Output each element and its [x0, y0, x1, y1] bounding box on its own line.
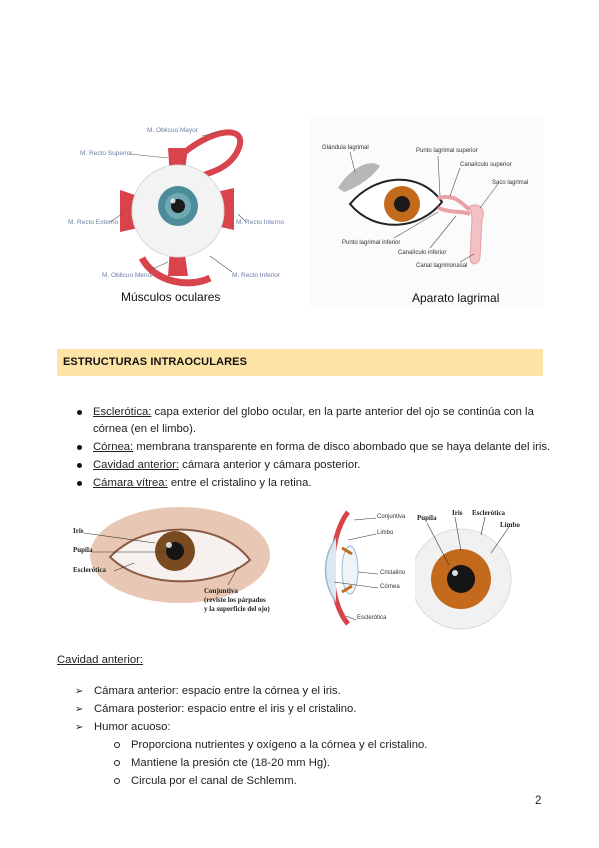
bullet-dot	[77, 463, 82, 468]
lacrimal-illustration	[338, 151, 499, 265]
subitem-presion: Mantiene la presión cte (18-20 mm Hg).	[114, 755, 541, 772]
label-globe-esclerotica: Esclerótica	[472, 509, 506, 517]
term-cavidad-anterior: Cavidad anterior:	[93, 459, 180, 471]
label-oblicuo-menor: M. Oblicuo Menor	[102, 272, 154, 279]
label-conjuntiva-note-1: (reviste los párpados	[204, 596, 266, 604]
caption-musculos-oculares: Músculos oculares	[121, 290, 221, 304]
label-section-cristalino: Cristalino	[380, 570, 406, 576]
label-recto-inferior: M. Recto Inferior	[232, 272, 281, 279]
circle-bullet-icon	[114, 778, 120, 784]
arrow-bullet-icon: ➢	[75, 704, 84, 715]
subitem-nutrientes: Proporciona nutrientes y oxígeno a la có…	[114, 737, 541, 754]
term-esclerotica: Esclerótica:	[93, 406, 152, 418]
text-esclerotica-cont: córnea (en el limbo).	[93, 423, 196, 435]
label-recto-superior: M. Recto Superior	[80, 150, 133, 157]
label-punto-lagrimal-inferior: Punto lagrimal inferior	[342, 240, 401, 246]
bullet-cavidad-anterior: Cavidad anterior: cámara anterior y cáma…	[77, 457, 543, 474]
label-section-cornea: Córnea	[380, 584, 400, 590]
label-punto-lagrimal-superior: Punto lagrimal superior	[416, 148, 478, 154]
section-title: ESTRUCTURAS INTRAOCULARES	[63, 356, 247, 368]
label-conjuntiva-note-2: y la superficie del ojo)	[204, 605, 270, 613]
arrow-bullet-icon: ➢	[75, 722, 84, 733]
label-canaliculo-inferior: Canalículo inferior	[398, 250, 447, 256]
label-oblicuo-mayor: M. Oblicuo Mayor	[147, 127, 198, 134]
external-eye-illustration	[83, 507, 270, 603]
text-esclerotica: capa exterior del globo ocular, en la pa…	[151, 406, 534, 418]
bullet-dot	[77, 445, 82, 450]
eye-section-illustration	[324, 510, 379, 626]
figure-eye-section	[318, 508, 414, 628]
arrow-bullet-icon: ➢	[75, 686, 84, 697]
arrow-item-humor-acuoso: ➢ Humor acuoso:	[75, 719, 534, 736]
bullet-dot	[77, 410, 82, 415]
page-number: 2	[535, 795, 542, 807]
caption-aparato-lagrimal: Aparato lagrimal	[412, 291, 500, 305]
text-camara-anterior: Cámara anterior: espacio entre la córnea…	[94, 685, 341, 697]
bullet-esclerotica: Esclerótica: capa exterior del globo ocu…	[77, 404, 543, 438]
text-cavidad-anterior: cámara anterior y cámara posterior.	[179, 459, 361, 471]
label-globe-iris: Iris	[452, 509, 463, 517]
label-iris: Iris	[73, 527, 84, 535]
term-camara-vitrea: Cámara vítrea:	[93, 477, 168, 489]
text-camara-vitrea: entre el cristalino y la retina.	[167, 477, 312, 489]
label-glandula-lagrimal: Glándula lagrimal	[322, 145, 369, 151]
label-esclerotica: Esclerótica	[73, 566, 107, 574]
figure-eye-globe	[410, 505, 545, 630]
bullet-camara-vitrea: Cámara vítrea: entre el cristalino y la …	[77, 475, 543, 492]
term-cornea: Córnea:	[93, 441, 134, 453]
section-header: ESTRUCTURAS INTRAOCULARES	[57, 349, 543, 376]
label-pupila: Pupila	[73, 546, 93, 554]
label-canal-lagrimonasal: Canal lagrimonasal	[416, 263, 468, 269]
eye-muscles-illustration	[109, 129, 247, 287]
label-recto-interno: M. Recto Interno	[236, 219, 285, 226]
figure-external-eye	[70, 505, 300, 615]
text-schlemm: Circula por el canal de Schlemm.	[131, 775, 297, 787]
eye-globe-illustration	[410, 516, 512, 630]
label-section-limbo: Limbo	[377, 530, 394, 536]
label-globe-limbo: Limbo	[500, 521, 520, 529]
text-cornea: membrana transparente en forma de disco …	[133, 441, 551, 453]
arrow-item-camara-posterior: ➢ Cámara posterior: espacio entre el iri…	[75, 701, 534, 718]
label-canaliculo-superior: Canalículo superior	[460, 162, 512, 168]
label-section-conjuntiva: Conjuntiva	[377, 514, 406, 520]
circle-bullet-icon	[114, 760, 120, 766]
subsection-title: Cavidad anterior:	[57, 654, 144, 666]
label-conjuntiva: Conjuntiva	[204, 587, 238, 595]
subitem-schlemm: Circula por el canal de Schlemm.	[114, 773, 541, 790]
arrow-item-camara-anterior: ➢ Cámara anterior: espacio entre la córn…	[75, 683, 534, 700]
bullet-dot	[77, 481, 82, 486]
label-saco-lagrimal: Saco lagrimal	[492, 180, 529, 186]
text-nutrientes: Proporciona nutrientes y oxígeno a la có…	[131, 739, 428, 751]
label-section-esclerotica: Esclerótica	[357, 615, 387, 621]
figure-eye-muscles	[60, 118, 300, 308]
label-globe-pupila: Pupila	[417, 514, 437, 522]
figure-lacrimal	[310, 118, 544, 308]
label-recto-externo: M. Recto Externo	[68, 219, 119, 226]
circle-bullet-icon	[114, 742, 120, 748]
text-camara-posterior: Cámara posterior: espacio entre el iris …	[94, 703, 357, 715]
text-presion: Mantiene la presión cte (18-20 mm Hg).	[131, 757, 331, 769]
bullet-cornea: Córnea: membrana transparente en forma d…	[77, 439, 553, 456]
text-humor-acuoso: Humor acuoso:	[94, 721, 171, 733]
